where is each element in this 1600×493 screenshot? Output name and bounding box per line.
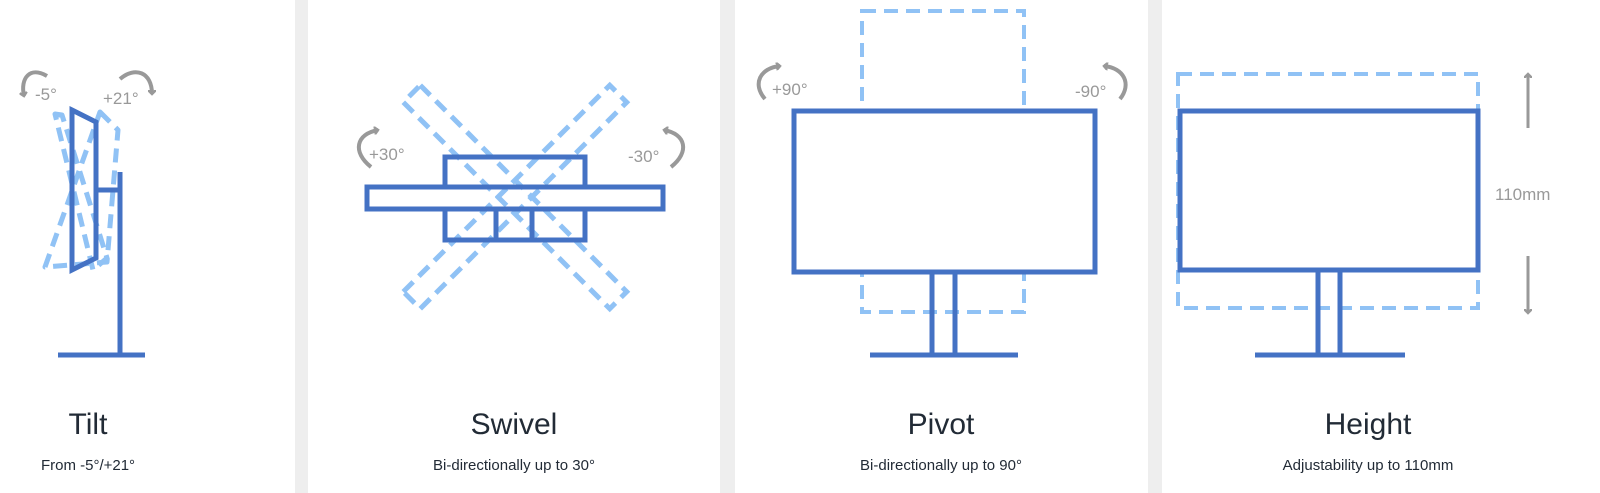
monitor-side — [69, 105, 99, 275]
tilt-forward-arrow-icon — [118, 70, 152, 94]
swivel-left-outline — [399, 81, 631, 313]
swivel-subtitle: Bi-directionally up to 30° — [433, 457, 595, 474]
pivot-title: Pivot — [907, 408, 975, 441]
height-range-label: 110mm — [1495, 185, 1550, 204]
swivel-right-arrow-icon — [664, 130, 686, 169]
pivot-right-arrow-icon — [1104, 66, 1128, 101]
pivot-illustration: +90° -90° — [756, 9, 1128, 358]
panel-separator — [295, 0, 308, 493]
swivel-illustration: +30° -30° — [356, 81, 686, 313]
tilt-forward-outline — [42, 109, 121, 270]
pivot-left-arrow-icon — [756, 66, 780, 101]
monitor-front — [1177, 108, 1481, 273]
tilt-title: Tilt — [68, 408, 108, 441]
swivel-left-label: +30° — [369, 145, 405, 164]
monitor-top-view — [364, 184, 666, 212]
monitor-front — [791, 108, 1098, 275]
stand-bottom — [442, 206, 588, 243]
tilt-back-outline — [52, 111, 110, 273]
swivel-right-label: -30° — [628, 147, 659, 166]
pivot-subtitle: Bi-directionally up to 90° — [860, 457, 1022, 474]
tilt-illustration: -5° +21° — [23, 70, 152, 358]
tilt-back-label: -5° — [35, 85, 57, 104]
swivel-left-arrow-icon — [356, 130, 378, 169]
swivel-right-outline — [399, 81, 631, 313]
tilt-forward-label: +21° — [103, 89, 139, 108]
height-title: Height — [1324, 408, 1412, 441]
pivot-left-label: +90° — [772, 80, 808, 99]
pivot-right-label: -90° — [1075, 82, 1106, 101]
swivel-title: Swivel — [470, 408, 558, 441]
height-subtitle: Adjustability up to 110mm — [1282, 457, 1454, 474]
panel-separator — [1148, 0, 1162, 493]
height-illustration: 110mm — [1176, 72, 1550, 358]
panel-separator — [720, 0, 735, 493]
tilt-subtitle: From -5°/+21° — [40, 457, 136, 474]
tilt-back-arrow-icon — [23, 70, 49, 96]
